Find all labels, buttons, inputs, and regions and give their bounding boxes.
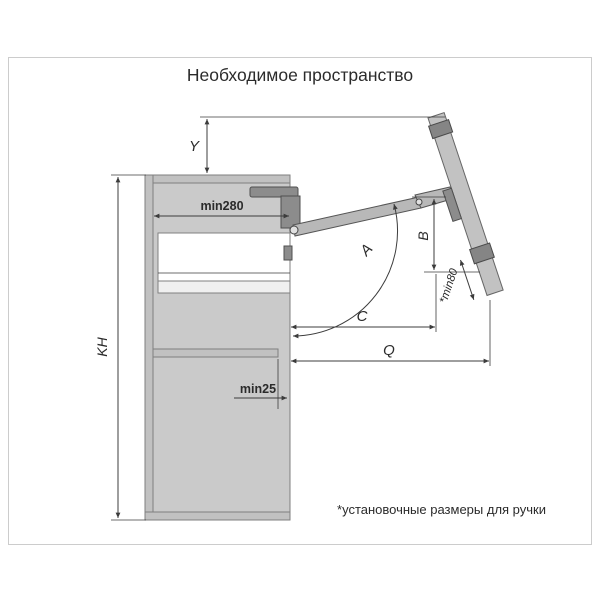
mechanism-housing bbox=[249, 186, 299, 198]
dim-c: C bbox=[291, 274, 437, 332]
door-panel bbox=[427, 112, 504, 297]
arm-elbow-joint bbox=[415, 198, 423, 206]
dim-c-label: C bbox=[357, 308, 368, 325]
cabinet-interior bbox=[144, 174, 291, 521]
door-handle-fitting bbox=[469, 242, 495, 265]
angle-a-arc bbox=[292, 203, 399, 339]
dim-min80-line bbox=[459, 259, 475, 300]
dim-y: Y bbox=[189, 116, 445, 173]
image-border bbox=[8, 57, 592, 545]
dim-min25: min25 bbox=[234, 359, 287, 409]
lift-arm bbox=[289, 186, 456, 237]
dim-min25-label: min25 bbox=[240, 382, 276, 396]
front-bracket bbox=[283, 245, 293, 261]
angle-a-label: A bbox=[356, 241, 376, 261]
dim-y-label: Y bbox=[189, 138, 200, 155]
dim-q: Q bbox=[291, 300, 491, 366]
dim-b-label: B bbox=[415, 231, 431, 240]
stored-front-strip bbox=[157, 280, 291, 294]
arm-pivot-joint bbox=[289, 225, 299, 235]
lift-arm-main bbox=[292, 196, 422, 237]
dim-kh-label: KH bbox=[94, 336, 110, 356]
cabinet bbox=[144, 174, 291, 521]
cabinet-middle-shelf bbox=[152, 348, 279, 358]
stored-front bbox=[157, 232, 293, 294]
door-arm-bracket bbox=[442, 187, 463, 223]
cabinet-left-panel bbox=[144, 174, 154, 521]
diagram-title: Необходимое пространство bbox=[187, 65, 413, 85]
dim-min280: min280 bbox=[154, 199, 289, 219]
dim-q-label: Q bbox=[383, 342, 395, 359]
dim-min280-label: min280 bbox=[200, 199, 243, 213]
door-top-fitting bbox=[427, 118, 454, 140]
dim-min80: *min80 bbox=[438, 259, 475, 305]
cabinet-top-panel bbox=[144, 174, 291, 184]
footnote: *установочные размеры для ручки bbox=[337, 502, 546, 517]
mechanism-body bbox=[280, 195, 301, 229]
dim-kh: KH bbox=[94, 174, 146, 521]
door-body bbox=[427, 112, 504, 297]
cabinet-bottom-panel bbox=[144, 511, 291, 521]
